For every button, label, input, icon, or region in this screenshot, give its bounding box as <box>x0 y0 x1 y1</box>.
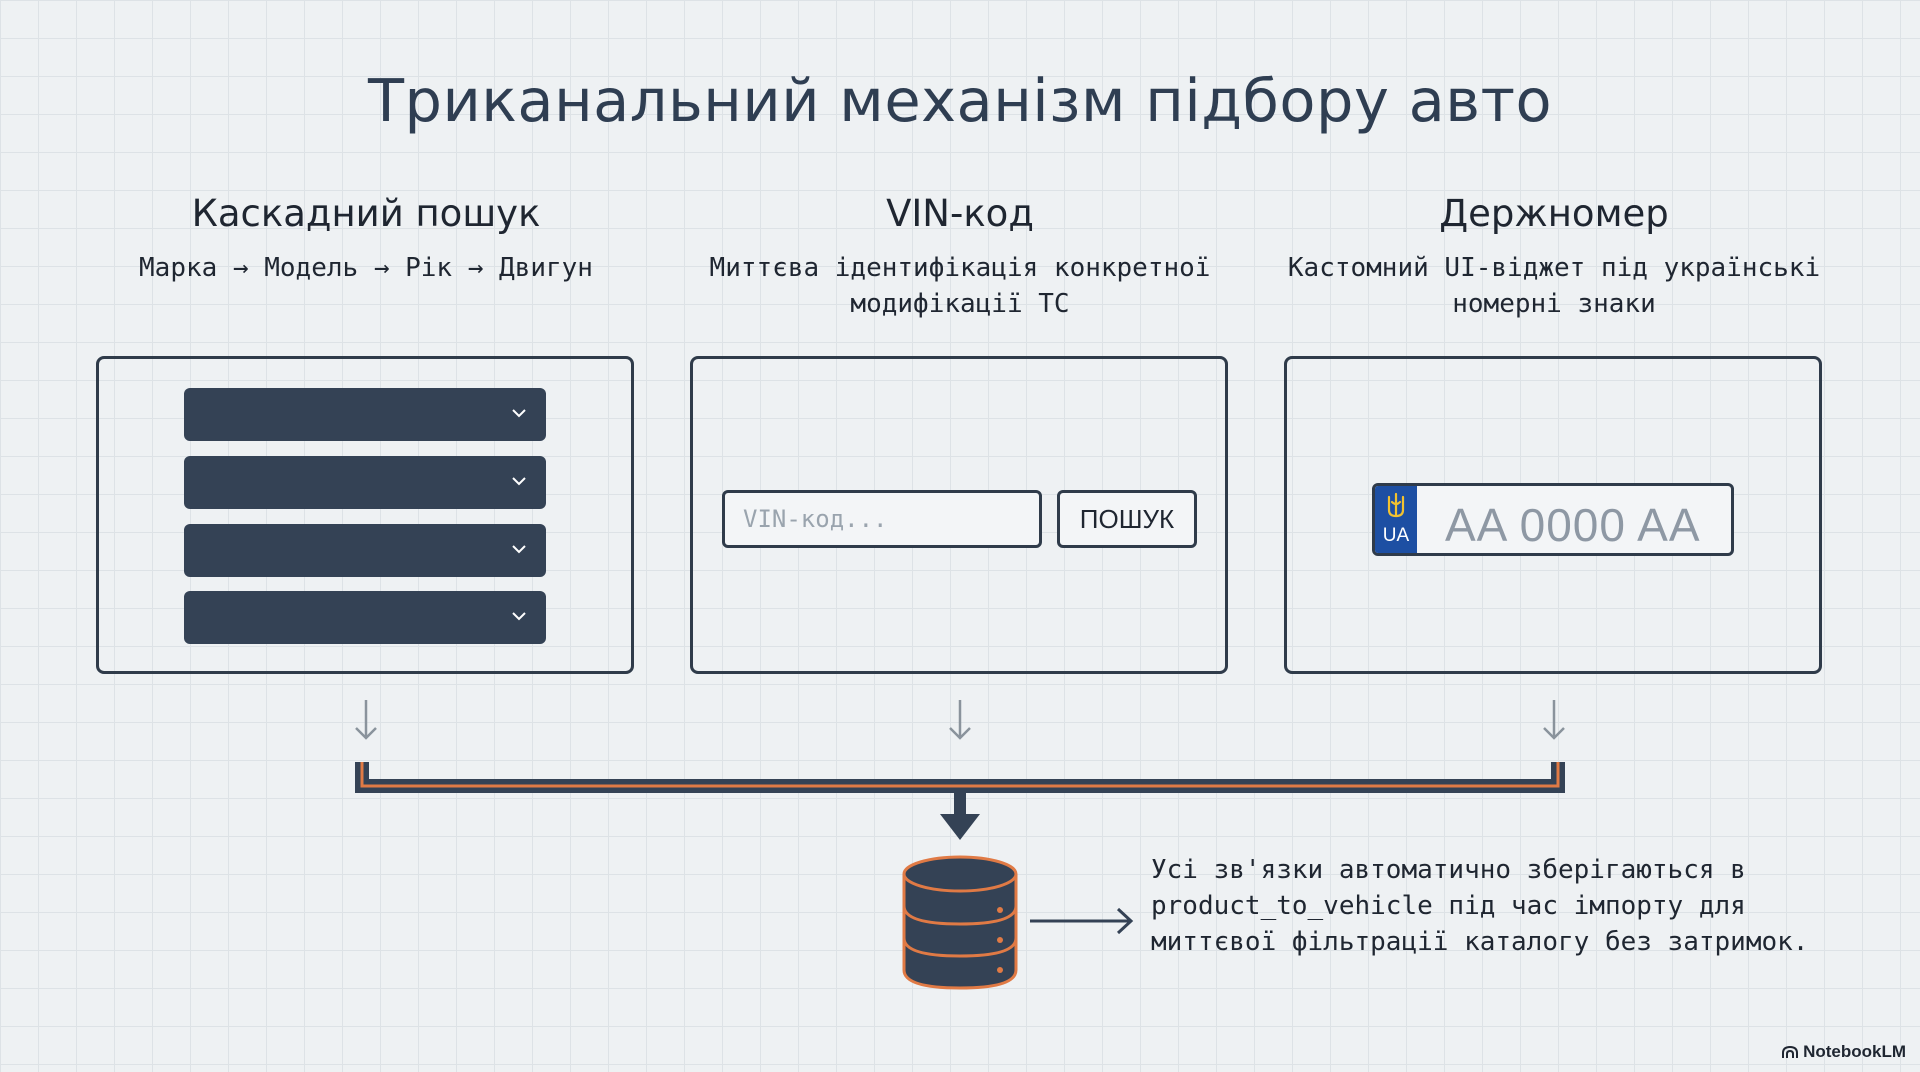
column-subtitle-cascade: Марка → Модель → Рік → Двигун <box>139 253 593 283</box>
vin-input[interactable] <box>722 490 1042 548</box>
brand-name: NotebookLM <box>1803 1042 1906 1061</box>
plate-panel <box>1284 356 1822 674</box>
year-dropdown[interactable] <box>184 524 546 577</box>
engine-dropdown[interactable] <box>184 591 546 644</box>
arrow-right-icon <box>1030 907 1134 935</box>
vin-search-button[interactable]: ПОШУК <box>1057 490 1197 548</box>
column-heading-cascade: Каскадний пошук <box>191 192 541 235</box>
column-heading-plate: Держномер <box>1439 192 1669 235</box>
trident-icon <box>1387 492 1405 518</box>
chevron-down-icon <box>512 545 526 554</box>
notebooklm-icon <box>1782 1045 1799 1058</box>
database-icon <box>902 855 1018 990</box>
arrow-down-icon <box>355 700 377 740</box>
arrow-down-icon <box>1543 700 1565 740</box>
plate-country-code: UA <box>1382 525 1410 546</box>
chevron-down-icon <box>512 612 526 621</box>
cascade-panel <box>96 356 634 674</box>
plate-country-strip: UA <box>1375 486 1417 553</box>
footnote-text: Усі зв'язки автоматично зберігаються в p… <box>1151 855 1809 957</box>
make-dropdown[interactable] <box>184 388 546 441</box>
column-heading-vin: VIN-код <box>886 192 1034 235</box>
model-dropdown[interactable] <box>184 456 546 509</box>
chevron-down-icon <box>512 409 526 418</box>
vin-panel <box>690 356 1228 674</box>
license-plate-widget[interactable]: UA AA 0000 AA <box>1372 483 1734 556</box>
column-subtitle-vin: Миттєва ідентифікація конкретної модифік… <box>709 253 1211 319</box>
chevron-down-icon <box>512 477 526 486</box>
column-subtitle-plate: Кастомний UI-віджет під українські номер… <box>1287 253 1821 319</box>
page-title: Триканальний механізм підбору авто <box>367 66 1553 135</box>
arrow-down-icon <box>949 700 971 740</box>
plate-number: AA 0000 AA <box>1445 499 1701 551</box>
merge-bracket <box>355 762 1565 840</box>
brand-logo: NotebookLM <box>1781 1042 1906 1062</box>
